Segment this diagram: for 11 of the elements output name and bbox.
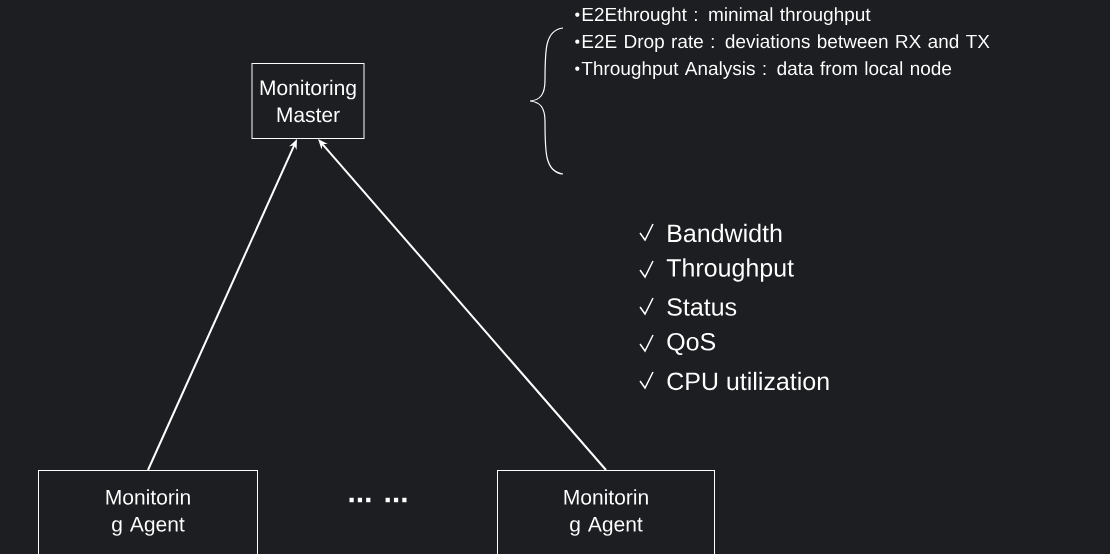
checklist-item: Bandwidth [668,223,782,243]
box: Monitorin g Agent [38,470,258,554]
bullet-text: E2Ethrought : minimal throughput E2E Drop rate : deviations between RX and TX Throughput Analysis : data from local node [575,7,990,79]
ellipsis: ... ... [349,497,407,503]
checklist-item: CPU utilization [667,371,829,391]
box: Monitorin g Agent [497,470,715,554]
checklist-item: QoS [667,332,716,356]
arrow [318,139,607,471]
checklist-item: Status [667,298,737,316]
checklist-item: Throughput [666,258,794,282]
box: Monitoring Master [251,63,365,139]
